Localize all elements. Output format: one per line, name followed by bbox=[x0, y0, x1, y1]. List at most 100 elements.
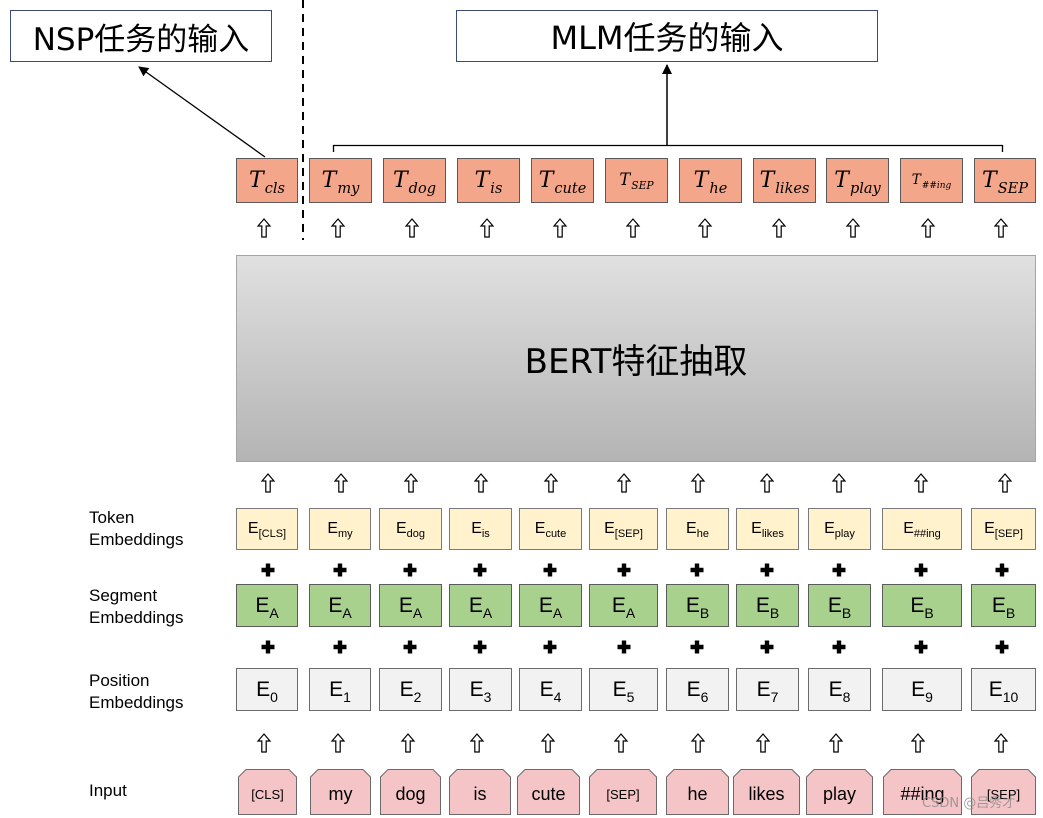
symbol-subscript: B bbox=[924, 605, 934, 621]
hollow-up-arrow-icon bbox=[913, 473, 929, 493]
watermark-text: CSDN @吕秀才 bbox=[922, 796, 1016, 811]
row-label-line: Embeddings bbox=[89, 608, 184, 627]
hollow-up-arrow-icon bbox=[690, 733, 706, 753]
symbol-subscript: 3 bbox=[483, 689, 492, 705]
symbol-base-letter: E bbox=[910, 594, 925, 617]
symbol: EA bbox=[468, 594, 492, 620]
symbol-base-letter: E bbox=[468, 594, 483, 617]
plus-sign-icon bbox=[995, 563, 1009, 577]
symbol-base-letter: E bbox=[329, 678, 344, 701]
symbol-subscript: A bbox=[552, 605, 563, 621]
input-token-box: [SEP] bbox=[589, 769, 657, 815]
symbol-subscript: 0 bbox=[270, 689, 278, 705]
plus-sign-icon bbox=[473, 563, 487, 577]
nsp-task-input-box: NSP任务的输入 bbox=[10, 10, 272, 62]
snipped-corner-box bbox=[380, 769, 441, 815]
symbol-base-letter: E bbox=[398, 594, 413, 617]
symbol: Emy bbox=[327, 520, 352, 540]
hollow-up-arrow-icon bbox=[404, 218, 420, 238]
symbol-base-letter: T bbox=[911, 172, 921, 189]
input-token-box: ##ing bbox=[883, 769, 962, 815]
symbol-base-letter: E bbox=[604, 520, 615, 537]
token-embedding-box: Emy bbox=[309, 508, 371, 550]
symbol-base-letter: E bbox=[328, 594, 343, 617]
symbol: EB bbox=[686, 595, 709, 620]
symbol-base-letter: E bbox=[756, 678, 771, 701]
plus-sign-icon bbox=[760, 563, 774, 577]
plus-sign-icon bbox=[261, 563, 275, 577]
token-embedding-box: E[CLS] bbox=[236, 508, 298, 550]
input-token-box: [CLS] bbox=[238, 769, 297, 815]
symbol: Tdog bbox=[393, 169, 436, 196]
symbol-subscript: play bbox=[849, 180, 881, 197]
symbol: E4 bbox=[539, 678, 562, 704]
symbol: EA bbox=[255, 595, 278, 620]
position-embedding-box: E10 bbox=[971, 668, 1036, 711]
symbol-base-letter: E bbox=[611, 594, 626, 617]
symbol-subscript: 10 bbox=[1002, 689, 1019, 705]
symbol-base-letter: E bbox=[824, 520, 835, 537]
segment-embedding-box: EA bbox=[589, 584, 658, 627]
symbol-subscript: 4 bbox=[553, 689, 562, 705]
hollow-up-arrow-icon bbox=[256, 218, 272, 238]
symbol: E6 bbox=[687, 679, 709, 704]
plus-sign-icon bbox=[617, 640, 631, 654]
output-token-box: Tcls bbox=[236, 158, 298, 203]
output-token-box: Tis bbox=[457, 158, 520, 203]
symbol-subscript: play bbox=[834, 528, 855, 540]
hollow-up-arrow-icon bbox=[625, 218, 641, 238]
plus-sign-icon bbox=[995, 640, 1009, 654]
token-embeddings-label: Token Embeddings bbox=[89, 507, 184, 551]
hollow-up-arrow-icon bbox=[828, 733, 844, 753]
input-token-box: play bbox=[806, 769, 873, 815]
plus-sign-icon bbox=[543, 640, 557, 654]
plus-sign-icon bbox=[543, 563, 557, 577]
input-token-box: [SEP] bbox=[971, 769, 1036, 815]
symbol-base-letter: E bbox=[755, 594, 770, 617]
symbol-subscript: my bbox=[337, 180, 360, 197]
plus-sign-icon bbox=[473, 640, 487, 654]
plus-sign-icon bbox=[690, 640, 704, 654]
input-token-text: my bbox=[328, 784, 353, 804]
symbol: E[SEP] bbox=[984, 520, 1023, 540]
input-token-box: he bbox=[666, 769, 729, 815]
plus-sign-icon bbox=[832, 640, 846, 654]
hollow-up-arrow-icon bbox=[543, 473, 559, 493]
hollow-up-arrow-icon bbox=[910, 733, 926, 753]
bert-feature-extraction-block: BERT特征抽取 bbox=[236, 255, 1036, 462]
symbol-subscript: A bbox=[482, 605, 493, 621]
input-token-text: cute bbox=[531, 784, 566, 804]
symbol: EA bbox=[539, 595, 562, 620]
symbol-base-letter: E bbox=[399, 678, 414, 701]
symbol-base-letter: E bbox=[327, 520, 338, 537]
hollow-up-arrow-icon bbox=[690, 473, 706, 493]
input-token-shape bbox=[666, 769, 729, 815]
snipped-corner-box bbox=[733, 769, 800, 815]
symbol-base-letter: E bbox=[988, 678, 1003, 701]
symbol: EA bbox=[611, 594, 635, 620]
hollow-up-arrow-icon bbox=[831, 473, 847, 493]
snipped-corner-box bbox=[238, 769, 297, 815]
symbol: EA bbox=[398, 594, 422, 620]
snipped-corner-box bbox=[449, 769, 511, 815]
symbol: TSEP bbox=[982, 169, 1028, 196]
symbol-base-letter: E bbox=[686, 520, 697, 537]
position-embedding-box: E4 bbox=[519, 668, 582, 711]
symbol-base-letter: E bbox=[539, 678, 554, 701]
symbol-subscript: A bbox=[625, 605, 636, 621]
symbol-base-letter: E bbox=[469, 678, 484, 701]
symbol-subscript: is bbox=[490, 180, 503, 197]
symbol-base-letter: E bbox=[984, 520, 995, 537]
segment-embedding-box: EA bbox=[519, 584, 582, 627]
hollow-up-arrow-icon bbox=[400, 733, 416, 753]
hollow-up-arrow-icon bbox=[540, 733, 556, 753]
symbol-base-letter: T bbox=[693, 168, 709, 193]
symbol-subscript: he bbox=[709, 180, 728, 197]
symbol-base-letter: T bbox=[619, 170, 631, 190]
segment-embedding-box: EA bbox=[309, 584, 371, 627]
symbol: TSEP bbox=[619, 170, 653, 192]
segment-embedding-box: EA bbox=[449, 584, 512, 627]
symbol-subscript: A bbox=[412, 605, 423, 621]
input-token-shape bbox=[971, 769, 1036, 815]
row-label-line: Embeddings bbox=[89, 530, 184, 549]
